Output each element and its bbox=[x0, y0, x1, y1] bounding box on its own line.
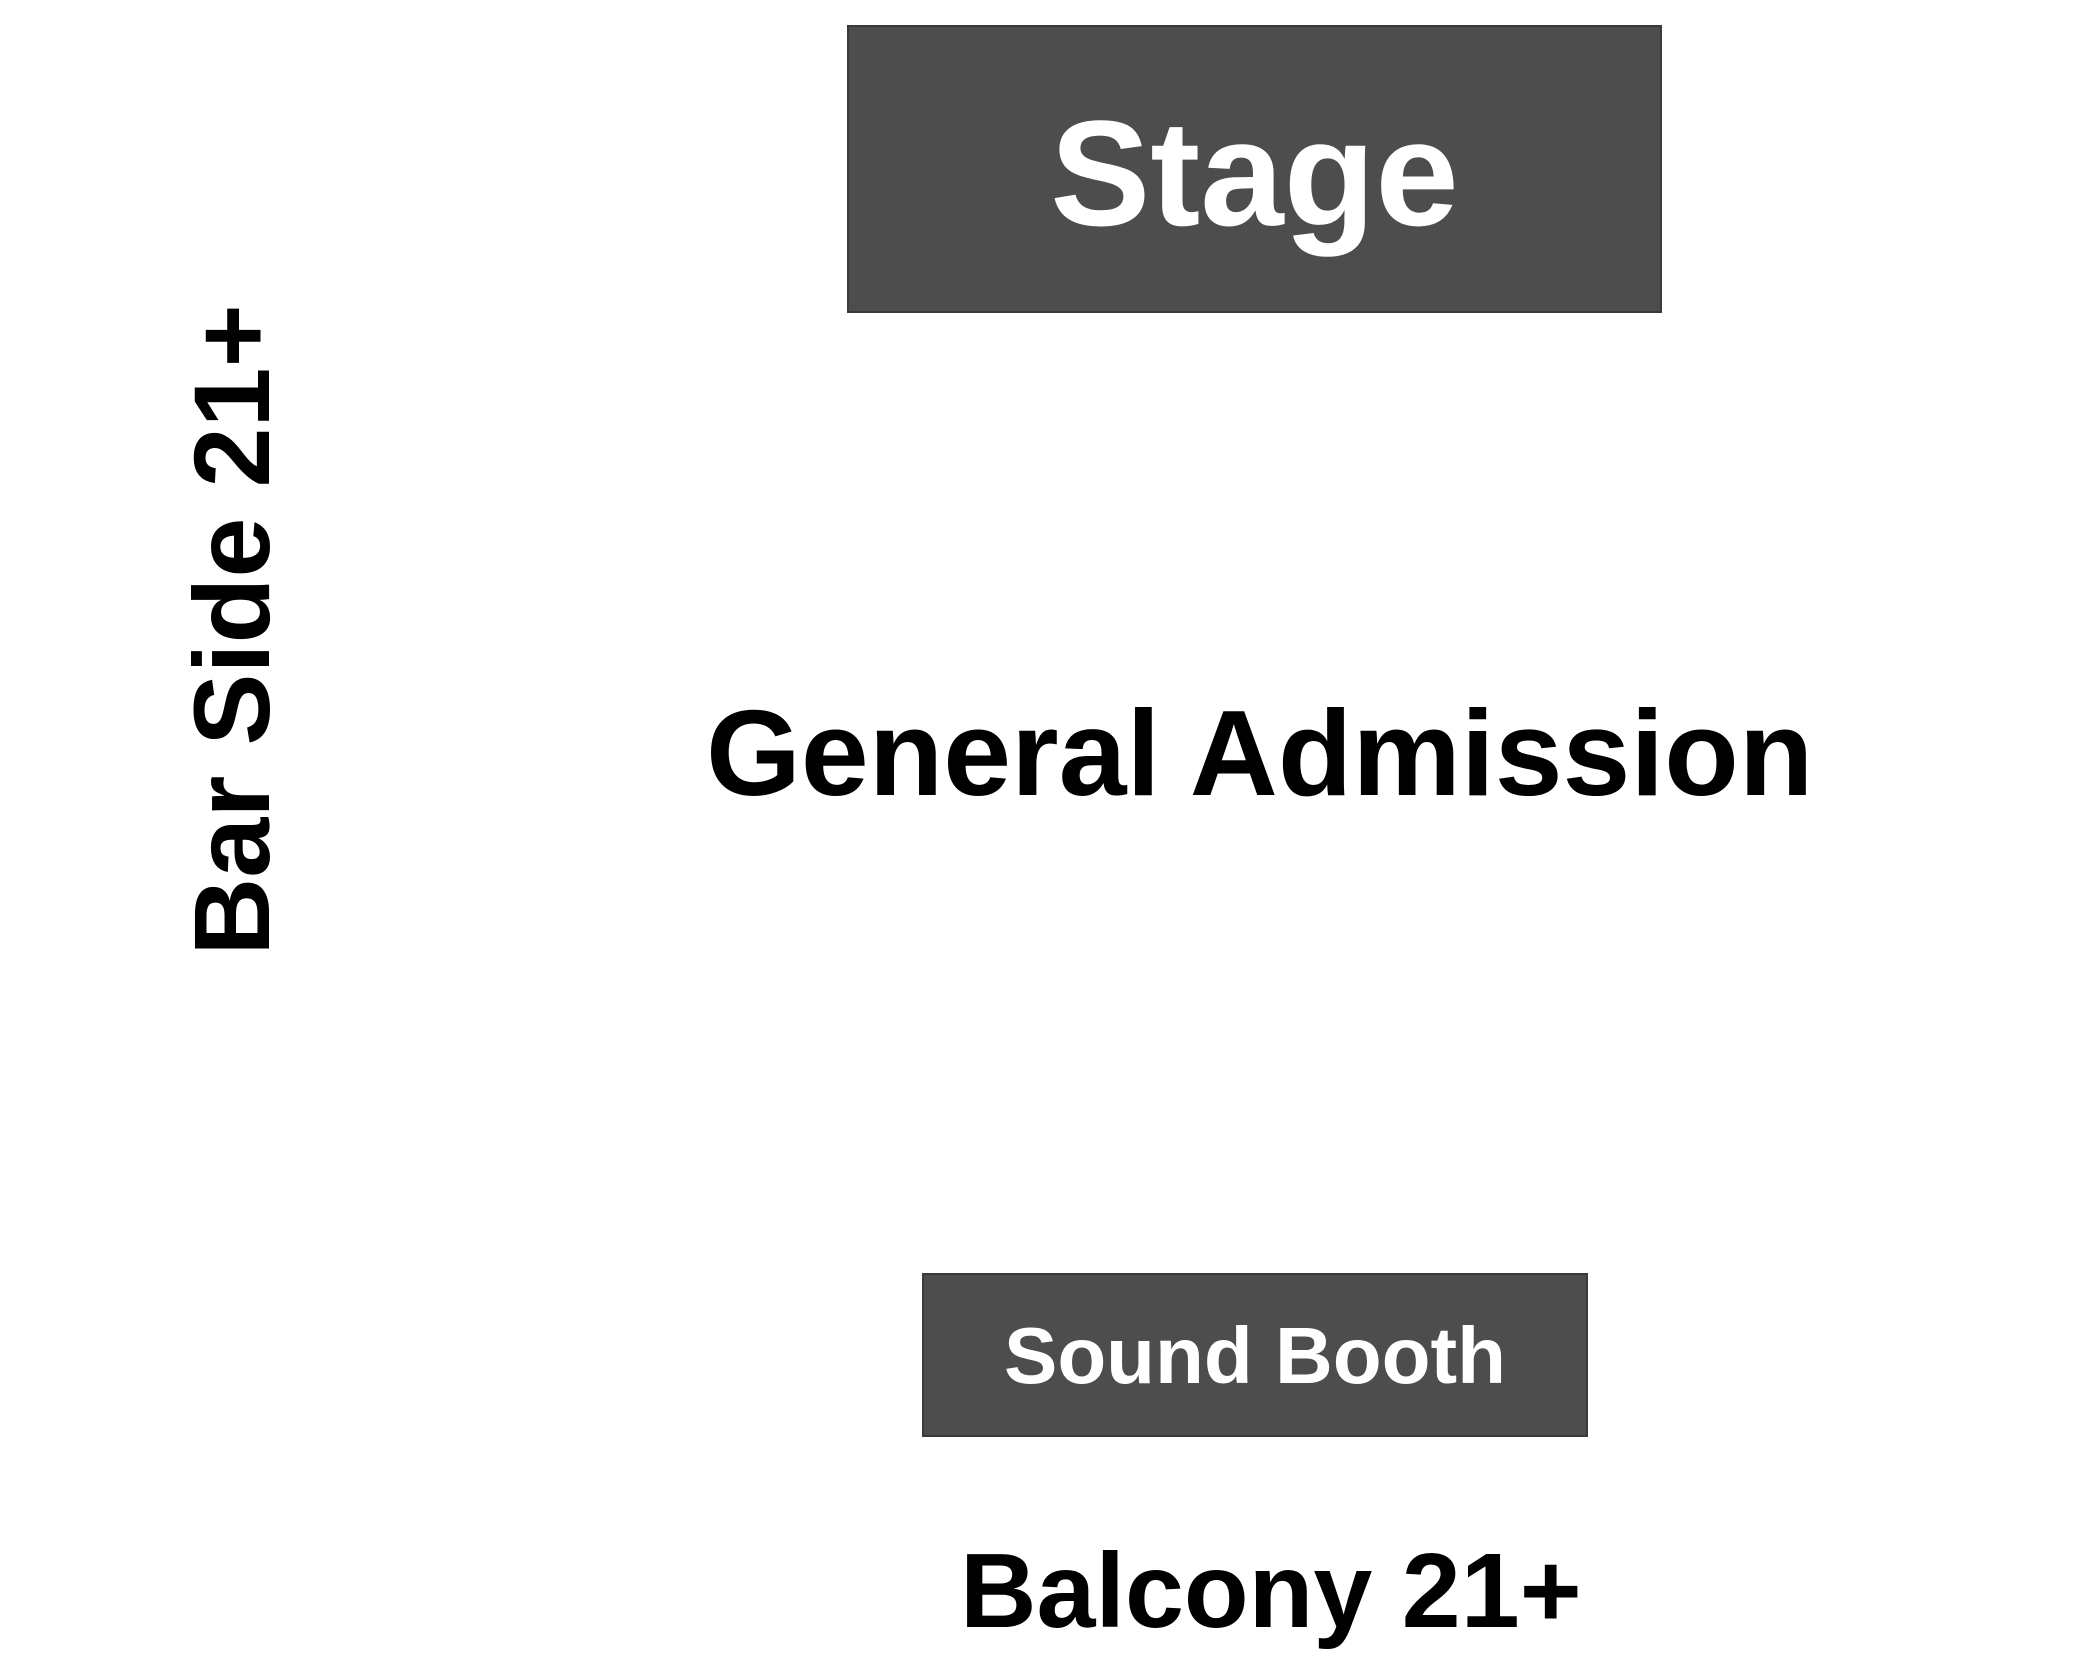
stage-section[interactable]: Stage bbox=[847, 25, 1662, 313]
stage-label: Stage bbox=[1050, 88, 1459, 257]
sound-booth-section: Sound Booth bbox=[922, 1273, 1588, 1437]
bar-side-section-label[interactable]: Bar Side 21+ bbox=[171, 304, 292, 956]
sound-booth-label: Sound Booth bbox=[1003, 1311, 1507, 1400]
balcony-section-label[interactable]: Balcony 21+ bbox=[960, 1532, 1582, 1650]
general-admission-section-label[interactable]: General Admission bbox=[706, 685, 1814, 821]
